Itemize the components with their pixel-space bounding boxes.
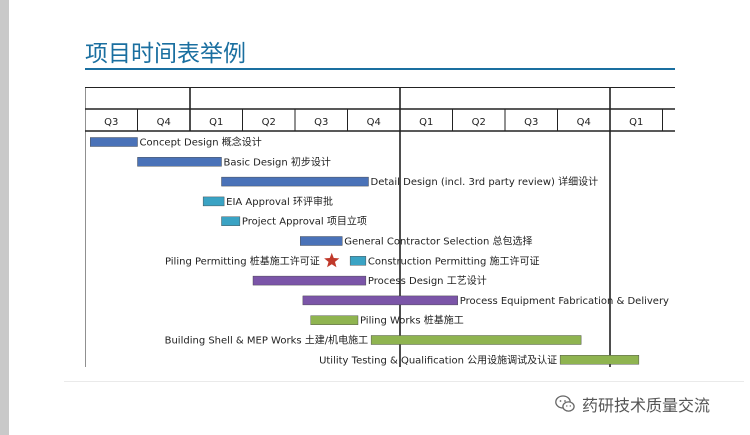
task-bar	[137, 157, 222, 167]
task-bar	[559, 355, 640, 365]
task-bar	[221, 216, 241, 226]
task-label: Building Shell & MEP Works 土建/机电施工	[165, 334, 369, 347]
milestone-label: Piling Permitting 桩基施工许可证	[165, 254, 320, 267]
task-label: Concept Design 概念设计	[140, 136, 262, 149]
task-label: Process Design 工艺设计	[368, 274, 487, 287]
task-label: Process Equipment Fabrication & Delivery	[460, 296, 669, 307]
task-label: Construction Permitting 施工许可证	[368, 254, 540, 267]
wechat-icon	[555, 395, 575, 412]
task-bar	[349, 256, 367, 266]
task-label: Utility Testing & Qualification 公用设施调试及认…	[319, 353, 557, 366]
quarter-label: Q4	[157, 117, 171, 128]
quarter-label: Q4	[577, 117, 591, 128]
quarter-label: Q1	[209, 117, 223, 128]
task-bar	[221, 176, 369, 187]
task-bar	[90, 137, 138, 147]
task-bar	[310, 315, 359, 325]
quarter-label: Q1	[629, 117, 643, 128]
title-rule	[85, 68, 675, 70]
task-bar	[370, 335, 582, 345]
task-label: Basic Design 初步设计	[224, 155, 331, 168]
task-label: Project Approval 项目立项	[242, 215, 367, 228]
quarter-label: Q3	[524, 117, 538, 128]
quarter-label: Q2	[262, 117, 276, 128]
task-bar	[202, 196, 225, 207]
quarter-label: Q3	[314, 117, 328, 128]
quarter-label: Q1	[419, 117, 433, 128]
quarter-label: Q3	[104, 117, 118, 128]
task-label: Detail Design (incl. 3rd party review) 详…	[371, 175, 599, 188]
task-label: Piling Works 桩基施工	[360, 314, 464, 327]
watermark: 药研技术质量交流	[554, 392, 710, 416]
quarter-label: Q4	[367, 117, 381, 128]
watermark-text: 药研技术质量交流	[582, 396, 711, 415]
star-icon	[324, 252, 340, 268]
footer-rule	[64, 381, 744, 382]
task-bar	[300, 236, 343, 246]
slide-title: 项目时间表举例	[85, 40, 246, 66]
task-bar	[252, 275, 367, 286]
task-label: General Contractor Selection 总包选择	[344, 235, 532, 248]
task-bar	[302, 295, 458, 306]
quarter-label: Q2	[472, 117, 486, 128]
left-rail	[0, 0, 9, 435]
task-label: EIA Approval 环评审批	[226, 195, 333, 208]
